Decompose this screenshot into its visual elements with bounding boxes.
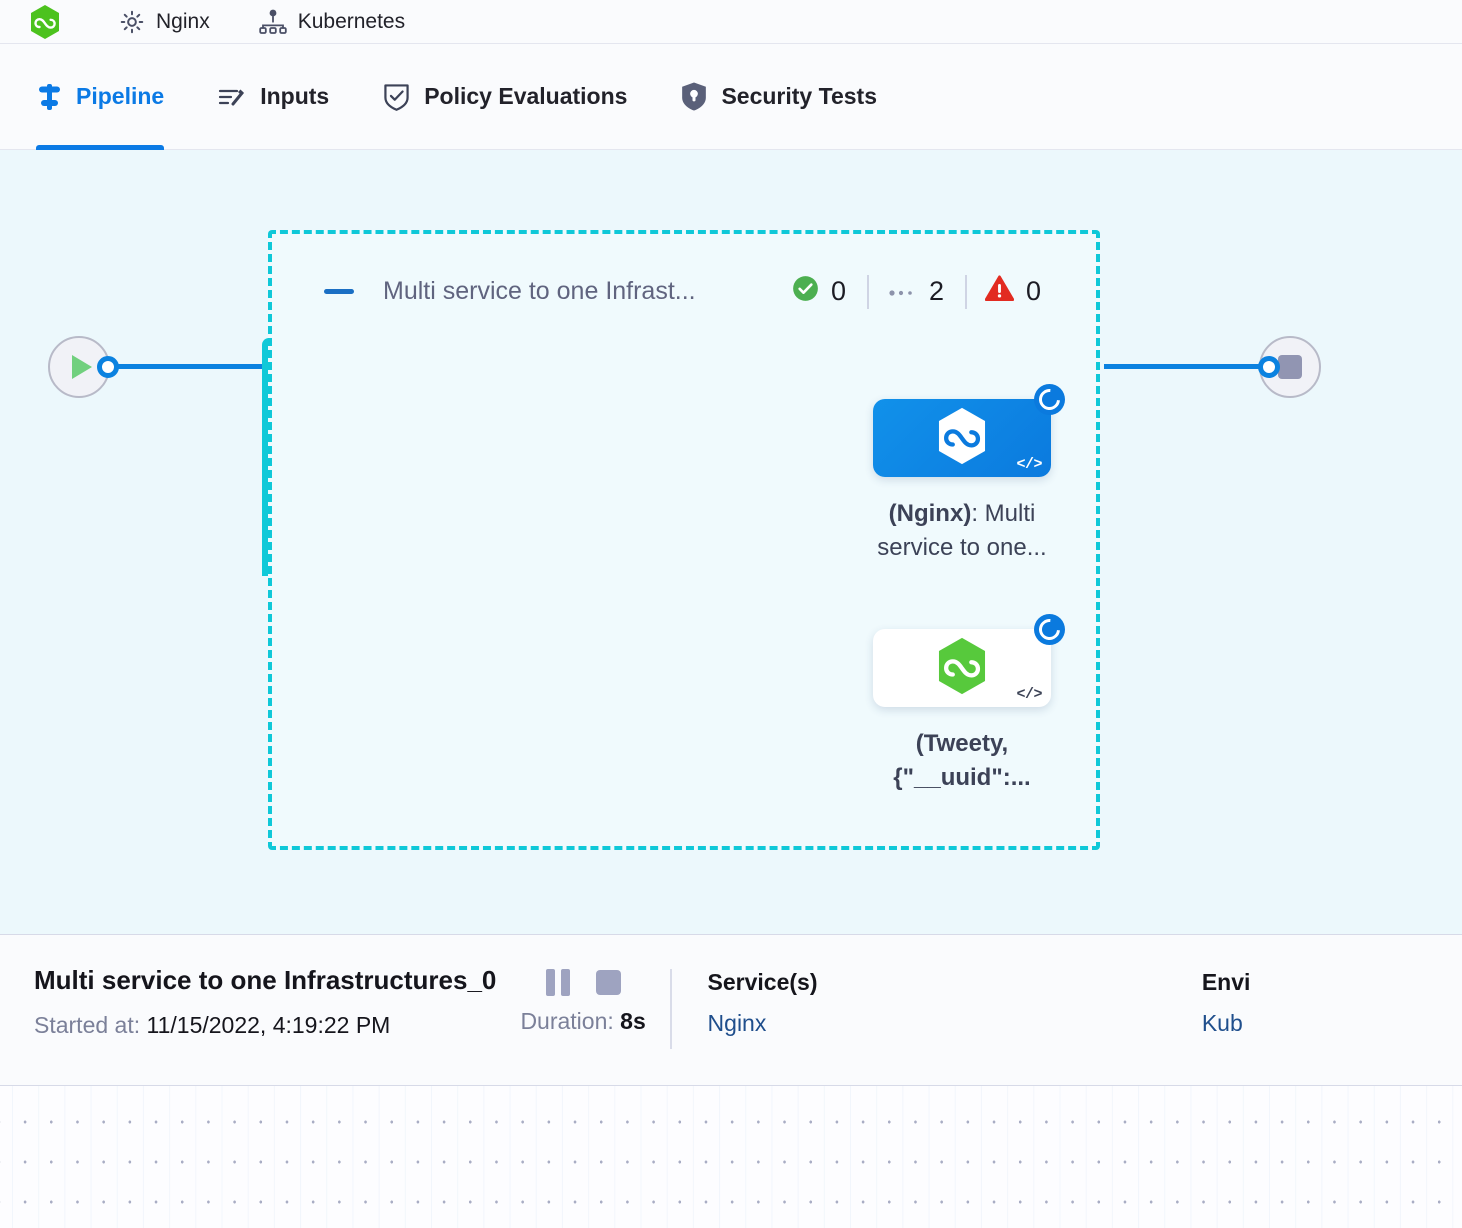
connector-dot-start[interactable] [97, 356, 119, 378]
running-spinner-icon [1034, 384, 1065, 415]
shield-lock-icon [680, 81, 708, 112]
check-circle-icon [792, 275, 819, 309]
minus-collapse-icon[interactable] [324, 289, 354, 294]
gear-icon [118, 8, 146, 36]
connector-line-end [1104, 364, 1260, 369]
pause-icon[interactable] [545, 969, 570, 996]
play-icon [71, 355, 92, 379]
breadcrumb-item-label: Nginx [156, 9, 210, 33]
started-at: Started at: 11/15/2022, 4:19:22 PM [34, 1012, 496, 1039]
environment-link-kubernetes[interactable]: Kub [1201, 1010, 1243, 1036]
started-at-value: 11/15/2022, 4:19:22 PM [146, 1012, 391, 1038]
duration-value: 8s [620, 1008, 646, 1034]
tab-label: Security Tests [721, 83, 877, 109]
stage-group-header: Multi service to one Infrast... 0 [272, 234, 1096, 349]
dots-icon [887, 276, 917, 307]
service-link-nginx[interactable]: Nginx [707, 1010, 767, 1036]
pipeline-icon [36, 82, 63, 112]
breadcrumb-item-nginx[interactable]: Nginx [92, 0, 232, 43]
harness-hexagon-icon [30, 4, 60, 39]
duration-text: Duration: 8s [520, 1008, 645, 1035]
breadcrumb-item-kubernetes[interactable]: Kubernetes [232, 0, 427, 43]
status-success: 0 [774, 275, 867, 309]
tab-inputs[interactable]: Inputs [217, 44, 356, 150]
status-success-count: 0 [831, 276, 847, 306]
step-label: (Nginx): Multi service to one... [812, 497, 1112, 565]
running-spinner-icon [1034, 614, 1065, 645]
tab-policy-evaluations[interactable]: Policy Evaluations [382, 44, 654, 150]
shield-check-icon [382, 81, 411, 112]
detail-title-column: Multi service to one Infrastructures_0 S… [0, 965, 496, 1039]
step-label-bold: (Nginx) [888, 500, 972, 527]
tab-label: Pipeline [76, 83, 165, 109]
code-tag-icon: </> [1016, 686, 1042, 703]
status-running: 2 [869, 276, 965, 307]
duration-label: Duration: [520, 1008, 614, 1034]
harness-hexagon-icon [936, 637, 988, 700]
tab-bar: Pipeline Inputs Policy Evaluations [0, 44, 1462, 150]
status-failed: 0 [967, 274, 1062, 309]
warning-triangle-icon [984, 274, 1015, 309]
divider [669, 969, 672, 1049]
breadcrumb-item-harness[interactable] [0, 0, 92, 43]
stage-group-container[interactable]: Multi service to one Infrast... 0 [268, 230, 1100, 850]
breadcrumb: Nginx Kubernetes [0, 0, 1462, 44]
step-card[interactable]: </> [873, 614, 1065, 707]
connector-dot-end[interactable] [1258, 356, 1280, 378]
status-counts: 0 2 [774, 274, 1062, 309]
execution-controls [545, 969, 621, 996]
tab-security-tests[interactable]: Security Tests [680, 44, 904, 150]
tab-label: Inputs [260, 83, 330, 109]
tab-pipeline[interactable]: Pipeline [36, 44, 191, 150]
connector-line-start [115, 364, 264, 369]
environments-column: Envi Kub [1202, 965, 1462, 1037]
page-title: Multi service to one Infrastructures_0 [34, 965, 497, 995]
step-label-rest: : Multi service to one... [877, 500, 1047, 562]
execution-detail-panel: Multi service to one Infrastructures_0 S… [0, 934, 1462, 1086]
status-failed-count: 0 [1026, 276, 1042, 306]
kubernetes-cluster-icon [258, 8, 288, 36]
status-running-count: 2 [929, 276, 945, 306]
services-column: Service(s) Nginx [708, 965, 1202, 1037]
pipeline-canvas[interactable]: 2 Service(s), 1 Environment(s) Multi ser… [0, 150, 1462, 934]
environments-header: Envi [1201, 969, 1251, 995]
inputs-wand-icon [217, 82, 247, 112]
breadcrumb-item-label: Kubernetes [297, 9, 406, 33]
started-at-label: Started at: [34, 1012, 141, 1038]
pipeline-step-nginx[interactable]: </> (Nginx): Multi service to one... [812, 384, 1112, 565]
code-tag-icon: </> [1016, 456, 1042, 473]
stage-group-title: Multi service to one Infrast... [383, 277, 696, 305]
tab-label: Policy Evaluations [424, 83, 628, 109]
step-label-bold: (Tweety, {"__uuid":... [893, 730, 1031, 792]
grid-background-canvas[interactable] [0, 1086, 1462, 1228]
stop-icon [1278, 355, 1302, 379]
duration-column: Duration: 8s [496, 965, 669, 1035]
divider [867, 274, 869, 309]
step-card[interactable]: </> [873, 384, 1065, 477]
harness-hexagon-icon [936, 407, 988, 470]
divider [965, 274, 967, 309]
step-label: (Tweety, {"__uuid":... [812, 727, 1112, 795]
pipeline-step-tweety[interactable]: </> (Tweety, {"__uuid":... [812, 614, 1112, 795]
services-header: Service(s) [707, 969, 818, 995]
stop-icon[interactable] [595, 970, 621, 995]
